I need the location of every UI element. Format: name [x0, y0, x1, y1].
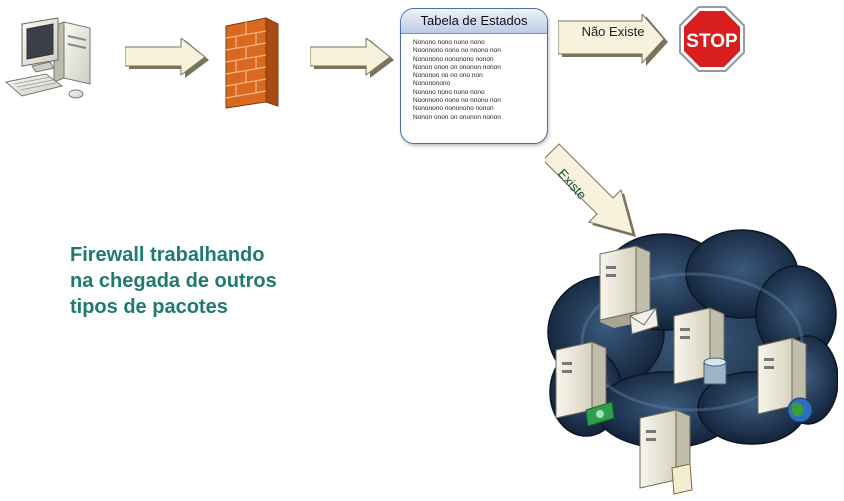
- stop-sign-icon: STOP: [679, 6, 745, 72]
- firewall-icon: [225, 17, 279, 109]
- caption-line: tipos de pacotes: [70, 296, 228, 318]
- mail-server-icon: [599, 245, 659, 335]
- caption: Firewall trabalhando na chegada de outro…: [70, 242, 370, 320]
- state-table-row: Noonnono nono no nnono non: [413, 47, 501, 55]
- computer-icon: [4, 17, 91, 99]
- right-arrow-icon: [125, 38, 209, 78]
- existe-arrow-icon: [545, 143, 636, 237]
- caption-line: Firewall trabalhando: [70, 244, 265, 266]
- state-table-title: Tabela de Estados: [401, 9, 547, 34]
- state-table-row: Nononon no no ono non: [413, 72, 483, 80]
- payment-server-icon: [555, 341, 615, 427]
- state-table: Tabela de Estados Nonono nono nono nono …: [400, 8, 548, 144]
- state-table-row: Nonono nono nono nono: [413, 39, 485, 46]
- state-table-rows: Nonono nono nono nono Noonnono nono no n…: [401, 34, 547, 122]
- nao-existe-label: Não Existe: [581, 24, 645, 39]
- state-table-row: Nonononono: [413, 80, 451, 88]
- state-table-row: Nononono nononono nonon: [413, 55, 494, 63]
- stop-sign-text: STOP: [686, 31, 738, 52]
- state-table-row: Nonon onon on ononon nonon: [413, 63, 501, 71]
- web-server-icon: [757, 337, 813, 423]
- nao-existe-arrow-icon: [558, 14, 668, 66]
- state-table-row: Nonon onon on ononon nonon: [413, 113, 501, 121]
- file-server-icon: [639, 409, 693, 495]
- right-arrow-icon: [310, 38, 394, 78]
- state-table-row: Nononono nononono nonon: [413, 105, 494, 113]
- state-table-row: Nonono nono nono nono: [413, 88, 485, 96]
- state-table-row: Noonnono nono no nnono non: [413, 97, 501, 105]
- database-server-icon: [673, 307, 727, 385]
- network-cloud: [547, 229, 838, 495]
- caption-line: na chegada de outros: [70, 270, 277, 292]
